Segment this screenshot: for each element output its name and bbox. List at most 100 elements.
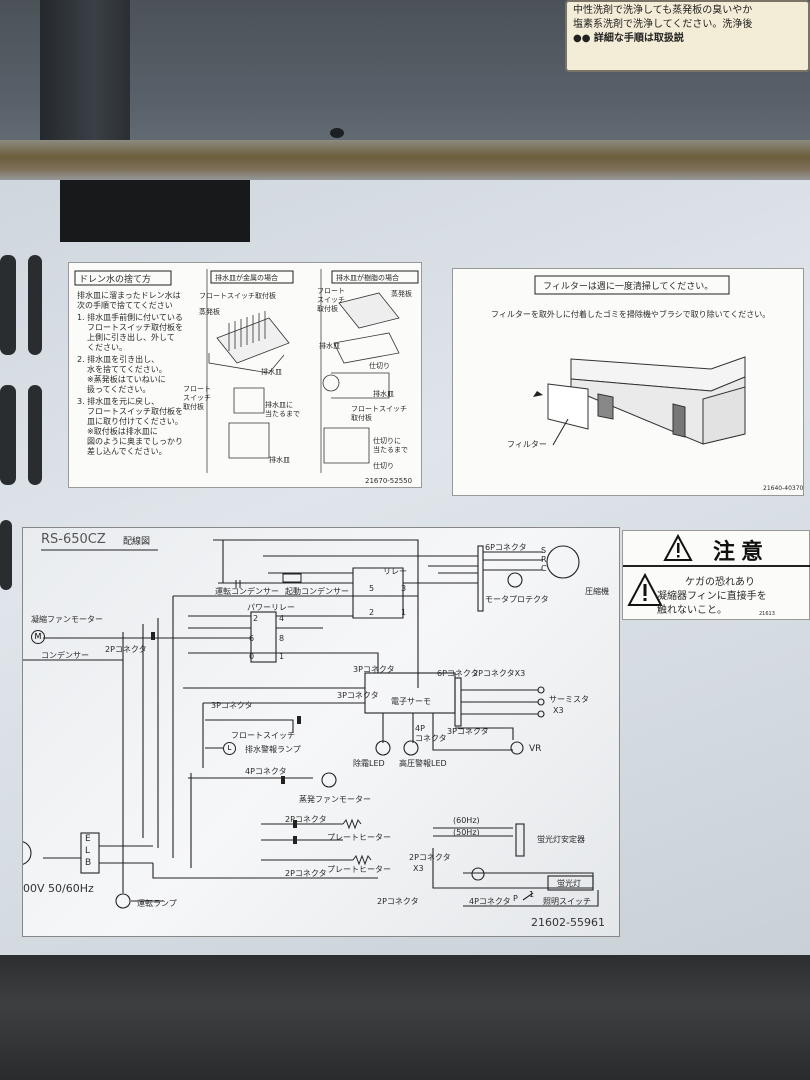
c3-float-line: 取付板 (317, 305, 338, 313)
drain-illustrations (74, 269, 419, 473)
c2-until-line: 当たるまで (265, 410, 300, 418)
run-cap-label: 運転コンデンサー (215, 587, 279, 596)
c2-until-label: 排水皿に 当たるまで (265, 401, 300, 419)
compressor-label: 圧縮機 (585, 587, 609, 596)
c2-float-label: フロートスイッチ取付板 (199, 292, 276, 300)
c2-float2-line: フロート (183, 385, 211, 393)
pin-one: 1 (529, 890, 535, 899)
connector-3p-d: 3Pコネクタ (447, 727, 489, 736)
power-relay-label: パワーリレー (247, 603, 295, 612)
vent-slot (0, 520, 12, 590)
c3-float-line: スイッチ (317, 296, 345, 304)
caution-line: 触れないこと。 (657, 605, 727, 616)
drain-step-line: ください。 (87, 343, 127, 352)
top-sticker-line: 塩素系洗剤で洗浄してください。洗浄後 (573, 19, 753, 30)
connector-2p-a: 2Pコネクタ (105, 645, 147, 654)
connector-2p-c: 2Pコネクタ (285, 869, 327, 878)
top-sticker-line: 中性洗剤で洗浄しても蒸発板の臭いやか (573, 5, 753, 16)
filter-illustration (533, 275, 746, 446)
connector-2px3: 2PコネクタX3 (473, 669, 526, 678)
drain-step-line: 差し込んでください。 (87, 447, 167, 456)
black-rubber-block (60, 180, 250, 242)
thermistor-x3: X3 (553, 706, 564, 715)
drain-intro-line: 次の手順で捨ててください (77, 301, 173, 310)
vent-slot (0, 255, 16, 355)
relay-label: リレー (383, 567, 407, 576)
connector-4p-c: 4Pコネクタ (245, 767, 287, 776)
drain-alarm-lamp-label: 排水警報ランプ (245, 745, 301, 754)
filter-cleaning-label: フィルターは週に一度清掃してください。 フィルターを取外しに付着したゴミを掃除機… (452, 268, 804, 496)
c2-evap-label: 蒸発板 (199, 308, 220, 316)
drain-step-line: ※蒸発板はていねいに (87, 375, 166, 384)
drain-step-3: 3. 排水皿を元に戻し、 フロートスイッチ取付板を 皿に取り付けてください。 ※… (77, 397, 183, 457)
c3-div2-line: 仕切りに (373, 437, 401, 445)
vent-slot (28, 255, 42, 355)
pin-8: 8 (279, 634, 285, 643)
x3-label: X3 (413, 864, 424, 873)
c3-div3-label: 仕切り (373, 462, 394, 470)
connector-2p-d: 2Pコネクタ (409, 853, 451, 862)
high-pressure-led-label: 高圧警報LED (399, 759, 447, 768)
hz50-label: (50Hz) (453, 828, 480, 837)
drain-instruction-label: ドレン水の捨て方 排水皿が金属の場合 排水皿が樹脂の場合 排水皿に溜まったドレン… (68, 262, 422, 488)
c3-float2-line: フロートスイッチ (351, 405, 407, 413)
condenser-label: コンデンサー (41, 651, 89, 660)
pin-p: P (513, 894, 518, 903)
terminal-s: S (541, 546, 547, 555)
plate-heater-1: プレートヒーター (327, 833, 391, 842)
drain-intro-line: 排水皿に溜まったドレン水は (77, 291, 181, 300)
c2-tray2-label: 排水皿 (269, 456, 290, 464)
c3-div-label: 仕切り (369, 362, 390, 370)
c3-float-label: フロート スイッチ 取付板 (317, 287, 345, 314)
vent-slot (28, 385, 42, 485)
drain-step-line: フロートスイッチ取付板を (87, 323, 183, 332)
connector-3p-b: 3Pコネクタ (337, 691, 379, 700)
c3-float2-label: フロートスイッチ 取付板 (351, 405, 407, 423)
pin-1: 1 (279, 652, 285, 661)
model-number: RS-650CZ (41, 532, 106, 547)
vent-slot (0, 385, 16, 485)
drain-step-1: 1. 排水皿手前側に付いている フロートスイッチ取付板を 上側に引き出し、外して… (77, 313, 183, 353)
relay-pin-1: 1 (401, 608, 407, 617)
wiring-title: 配線図 (123, 537, 151, 547)
pin-4: 4 (279, 614, 285, 623)
pin-0: 0 (249, 652, 255, 661)
drain-code: 21670-52550 (365, 477, 413, 485)
drain-resin-title: 排水皿が樹脂の場合 (336, 274, 399, 282)
elb-e: E (85, 834, 91, 844)
terminal-c: C (541, 564, 547, 573)
pin-6: 6 (249, 634, 255, 643)
plate-heater-2: プレートヒーター (327, 865, 391, 874)
connector-3p-c: 3Pコネクタ (211, 701, 253, 710)
light-switch-label: 照明スイッチ (543, 897, 591, 906)
connector-4p-d: 4Pコネクタ (469, 897, 511, 906)
wiring-code: 21602-55961 (531, 916, 605, 929)
drain-step-2: 2. 排水皿を引き出し、 水を捨ててください。 ※蒸発板はていねいに 扱ってくだ… (77, 355, 167, 395)
drain-step-line: 扱ってください。 (87, 385, 151, 394)
power-supply-label: 00V 50/60Hz (23, 882, 94, 895)
filter-instruction: フィルターを取外しに付着したゴミを掃除機やブラシで取り除いてください。 (491, 310, 771, 319)
motor-icon: M (31, 630, 45, 644)
lamp-icon: L (223, 742, 236, 755)
drain-step-line: フロートスイッチ取付板を (87, 407, 183, 416)
electronic-thermo-label: 電子サーモ (391, 697, 431, 706)
terminal-r: R (541, 555, 547, 564)
elb-b: B (85, 858, 92, 868)
relay-pin-2: 2 (369, 608, 375, 617)
connector-6p-label: 6Pコネクタ (485, 543, 527, 552)
filter-callout: フィルター (507, 440, 547, 449)
filter-title: フィルターは週に一度清掃してください。 (543, 282, 714, 292)
connector-3p-a: 3Pコネクタ (353, 665, 395, 674)
drain-step-line: 水を捨ててください。 (87, 365, 167, 374)
vr-label: VR (529, 744, 542, 754)
c3-float2-line: 取付板 (351, 414, 372, 422)
warning-triangle-icon (663, 534, 693, 561)
c2-until-line: 排水皿に (265, 401, 293, 409)
drain-metal-title: 排水皿が金属の場合 (215, 274, 278, 282)
hand-hazard-icon (627, 573, 663, 606)
screw-hole (330, 128, 344, 138)
drain-title: ドレン水の捨て方 (79, 275, 152, 285)
caution-header: 注意 (623, 531, 810, 567)
rusty-rail (0, 140, 810, 182)
drain-step-line: 2. 排水皿を引き出し、 (77, 355, 160, 364)
